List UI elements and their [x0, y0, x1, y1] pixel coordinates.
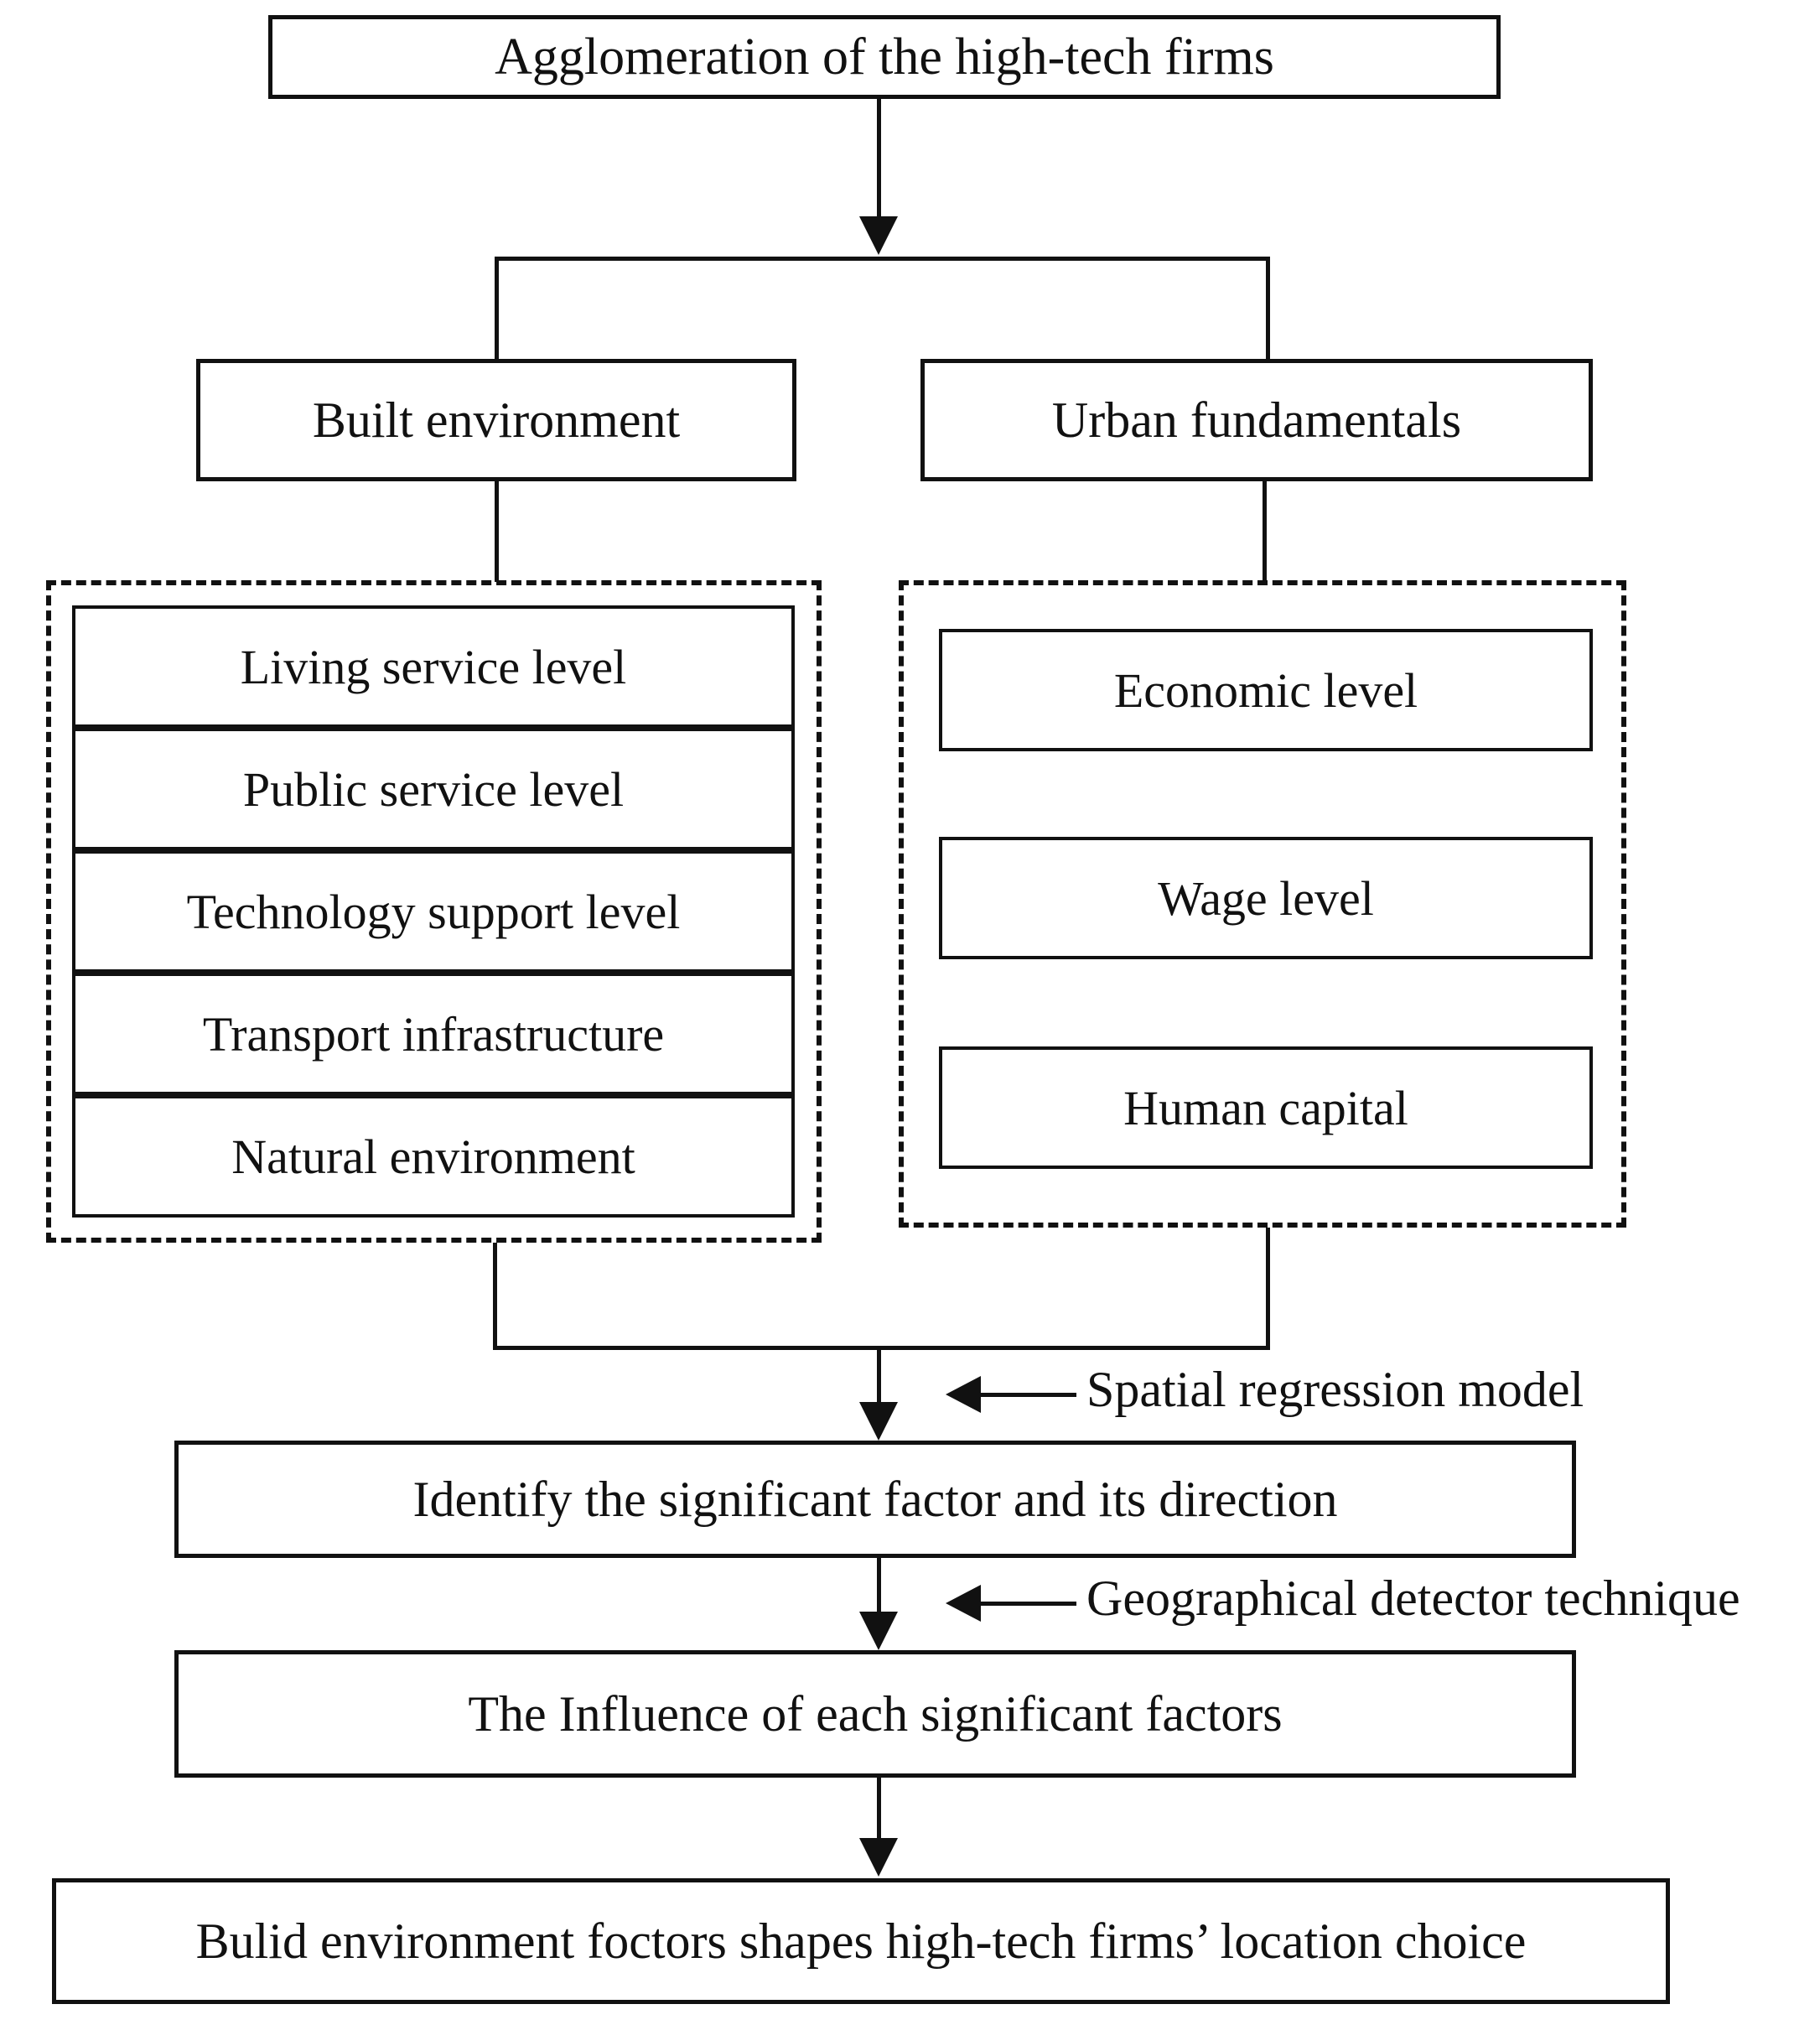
arrow-geographical-detector-technique — [946, 1585, 981, 1622]
node-urban-fundamentals: Urban fundamentals — [920, 359, 1593, 481]
connector-merge-to-step1 — [877, 1346, 881, 1409]
arrow-step2-to-conclusion — [859, 1838, 898, 1877]
factor-label: Transport infrastructure — [202, 1006, 665, 1062]
factor-label: Human capital — [1123, 1080, 1408, 1135]
bus-drop-left — [495, 257, 499, 359]
node-label: Built environment — [312, 392, 681, 448]
factor-transport-infrastructure: Transport infrastructure — [72, 973, 795, 1095]
connector-step1-to-step2 — [877, 1558, 881, 1615]
factor-label: Public service level — [242, 761, 625, 817]
arrow-spatial-regression-model — [946, 1376, 981, 1413]
node-conclusion-built-environment-shapes-location-choice: Bulid environment foctors shapes high-te… — [52, 1878, 1670, 2004]
label-geographical-detector-technique: Geographical detector technique — [1086, 1571, 1740, 1626]
bus-merge-horizontal — [493, 1346, 1270, 1350]
node-identify-significant-factor: Identify the significant factor and its … — [174, 1441, 1576, 1558]
factor-label: Living service level — [240, 639, 627, 694]
annotation-line-spatial-regression-model — [979, 1393, 1076, 1397]
connector-step2-to-conclusion — [877, 1778, 881, 1843]
node-label: Bulid environment foctors shapes high-te… — [195, 1913, 1527, 1969]
arrow-title-to-bus — [859, 216, 898, 255]
bus-top-horizontal — [495, 257, 1270, 261]
arrow-merge-to-step1 — [859, 1402, 898, 1441]
factor-human-capital: Human capital — [939, 1046, 1593, 1169]
merge-riser-left — [493, 1243, 497, 1350]
group-built-environment-factors — [46, 580, 822, 1243]
connector-built-environment-to-group — [495, 481, 499, 582]
node-label: Urban fundamentals — [1051, 392, 1462, 448]
node-label: The Influence of each significant factor… — [468, 1686, 1283, 1742]
factor-wage-level: Wage level — [939, 837, 1593, 959]
factor-living-service-level: Living service level — [72, 605, 795, 728]
factor-technology-support-level: Technology support level — [72, 850, 795, 973]
node-label: Agglomeration of the high-tech firms — [495, 28, 1274, 86]
node-influence-of-significant-factors: The Influence of each significant factor… — [174, 1650, 1576, 1778]
factor-economic-level: Economic level — [939, 629, 1593, 751]
arrow-step1-to-step2 — [859, 1612, 898, 1650]
connector-urban-fundamentals-to-group — [1263, 481, 1267, 582]
group-urban-fundamentals-factors — [899, 580, 1626, 1228]
factor-label: Technology support level — [186, 884, 681, 939]
annotation-line-geographical-detector-technique — [979, 1602, 1076, 1606]
bus-drop-right — [1266, 257, 1270, 359]
node-built-environment: Built environment — [196, 359, 796, 481]
factor-label: Wage level — [1158, 870, 1374, 926]
merge-riser-right — [1266, 1228, 1270, 1350]
connector-title-to-bus — [877, 99, 881, 221]
node-agglomeration-high-tech-firms: Agglomeration of the high-tech firms — [268, 15, 1501, 99]
label-spatial-regression-model: Spatial regression model — [1086, 1362, 1584, 1417]
factor-natural-environment: Natural environment — [72, 1095, 795, 1218]
node-label: Identify the significant factor and its … — [412, 1472, 1338, 1527]
factor-public-service-level: Public service level — [72, 728, 795, 850]
factor-label: Natural environment — [231, 1129, 635, 1184]
factor-label: Economic level — [1113, 662, 1418, 718]
